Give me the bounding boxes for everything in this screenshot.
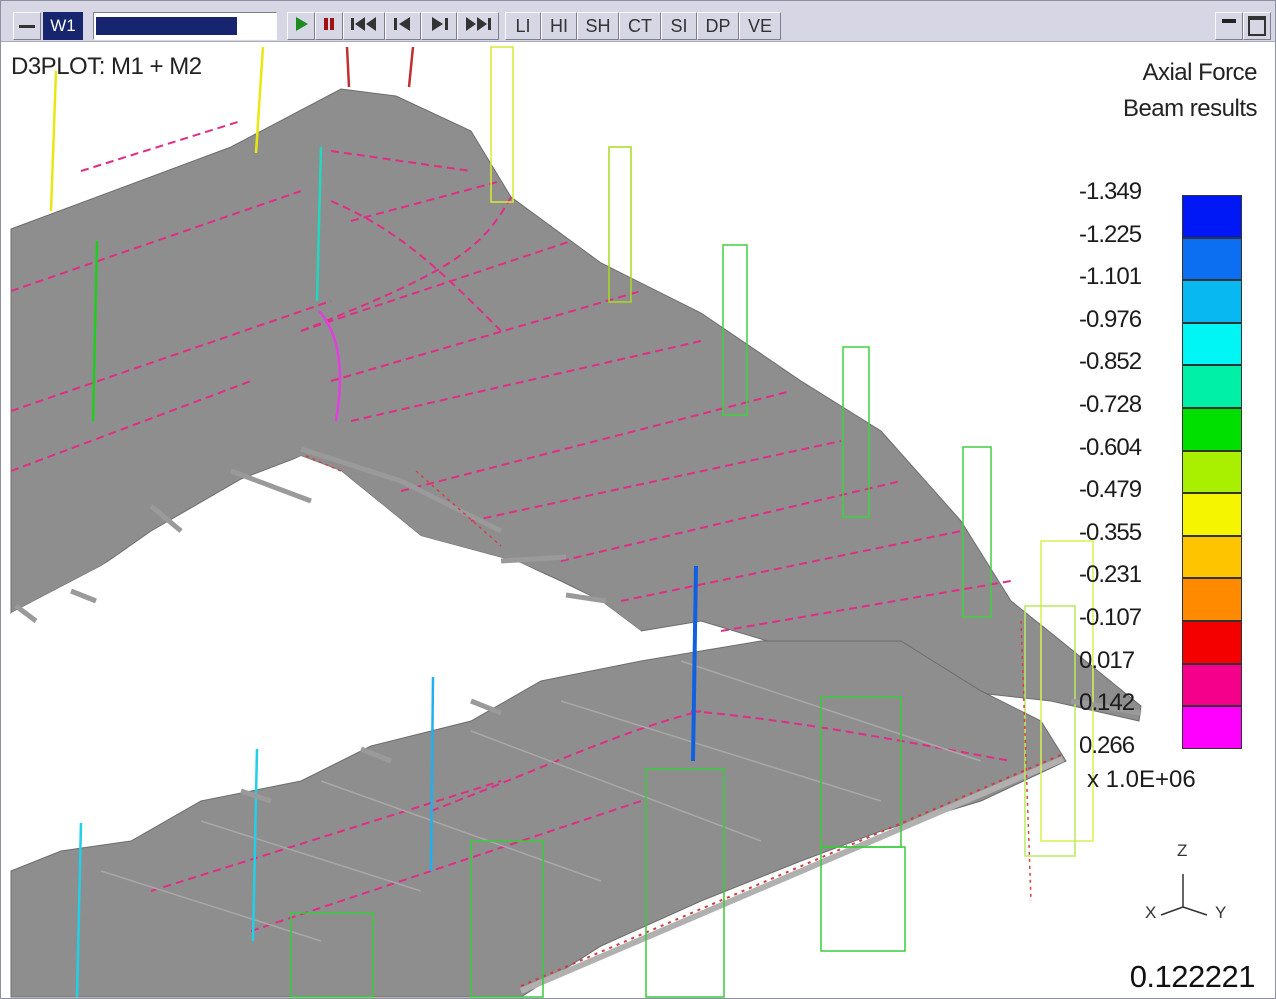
model-viewport[interactable]: [1, 42, 1275, 998]
mode-button-li-label: LI: [515, 15, 531, 36]
mode-button-si[interactable]: SI: [661, 12, 697, 40]
legend-color-swatch: [1182, 493, 1242, 536]
edge-beam-hatch: [520, 753, 1064, 987]
skip-to-end-icon: [463, 16, 493, 37]
legend-label: -0.728: [1079, 391, 1142, 418]
mode-button-ct-label: CT: [628, 15, 652, 36]
triad-y-label: Y: [1215, 903, 1227, 922]
mode-button-sh[interactable]: SH: [577, 12, 619, 40]
animation-toolbar: W1 LI HI SH CT SI DP VE: [1, 1, 1275, 42]
axis-triad: Z X Y: [1141, 839, 1231, 929]
mode-button-hi-label: HI: [550, 15, 568, 36]
result-title: Axial Force Beam results: [1122, 55, 1258, 127]
legend-label: -1.225: [1079, 220, 1142, 248]
legend-color-swatch: [1182, 237, 1242, 281]
legend-scale-factor: x 1.0E+06: [1087, 766, 1196, 793]
legend-color-swatch: [1182, 322, 1242, 366]
legend-label: -0.976: [1079, 305, 1142, 333]
minus-icon: [19, 24, 35, 28]
window-menu-button[interactable]: [13, 12, 41, 40]
legend-label: -0.852: [1079, 348, 1142, 376]
legend-label: -0.355: [1079, 518, 1142, 546]
column-hatch-diagrams: [290, 46, 1094, 998]
mode-button-ct[interactable]: CT: [619, 12, 661, 40]
legend-color-swatch: [1182, 706, 1242, 749]
edge-beam: [519, 756, 1065, 994]
legend-color-swatch: [1182, 450, 1242, 494]
triad-lines: [1160, 874, 1208, 916]
mode-button-li[interactable]: LI: [505, 12, 541, 40]
window-minimize-button[interactable]: [1215, 12, 1243, 40]
first-state-button[interactable]: [343, 12, 385, 40]
legend-color-swatch: [1182, 365, 1242, 408]
legend-color-swatch: [1182, 280, 1242, 323]
legend-label: -1.101: [1079, 263, 1142, 291]
step-forward-icon: [428, 16, 450, 37]
slab-opening: [11, 456, 641, 901]
play-icon: [293, 16, 309, 37]
triad-z-label: Z: [1177, 841, 1188, 860]
mode-button-hi[interactable]: HI: [541, 12, 577, 40]
mode-button-ve-label: VE: [747, 15, 772, 36]
pause-button[interactable]: [315, 12, 343, 40]
last-state-button[interactable]: [457, 12, 499, 40]
legend-color-swatch: [1182, 195, 1242, 238]
legend-label: -0.231: [1079, 561, 1142, 589]
skip-to-start-icon: [349, 16, 379, 37]
maximize-icon: [1248, 16, 1266, 36]
previous-state-button[interactable]: [385, 12, 421, 40]
minimize-icon: [1222, 19, 1236, 23]
ledger-beams: [14, 446, 1142, 804]
legend-label: 0.017: [1079, 646, 1135, 674]
window-label[interactable]: W1: [43, 12, 83, 40]
play-button[interactable]: [287, 12, 315, 40]
legend-label: -0.604: [1079, 433, 1142, 461]
axial-force-highlights: [305, 455, 1032, 902]
legend-label: -0.107: [1079, 604, 1142, 631]
window-maximize-button[interactable]: [1243, 12, 1271, 40]
animation-progress-bar[interactable]: [93, 12, 277, 40]
legend-color-swatch: [1182, 663, 1242, 707]
legend-color-swatch: [1182, 535, 1242, 579]
next-state-button[interactable]: [421, 12, 457, 40]
lower-slab-beams: [100, 660, 982, 942]
column-force-diagrams: [49, 46, 698, 998]
lower-floor-slab: [10, 640, 1067, 998]
pause-icon: [321, 16, 337, 37]
step-back-icon: [392, 16, 414, 37]
legend-color-swatch: [1182, 578, 1242, 621]
mode-button-dp-label: DP: [705, 15, 731, 36]
legend-color-swatch: [1182, 621, 1242, 664]
legend-label: 0.266: [1079, 731, 1135, 759]
upper-slab-beams: [10, 120, 1012, 932]
legend-label: 0.142: [1079, 689, 1135, 717]
triad-x-label: X: [1145, 903, 1157, 922]
mode-button-sh-label: SH: [585, 15, 611, 36]
plot-title: D3PLOT: M1 + M2: [11, 53, 202, 80]
mode-button-dp[interactable]: DP: [697, 12, 739, 40]
legend-label: -1.349: [1079, 178, 1142, 205]
result-title-line1: Axial Force: [1142, 59, 1257, 86]
legend-color-swatch: [1182, 408, 1242, 451]
mode-button-si-label: SI: [670, 15, 688, 36]
mode-button-ve[interactable]: VE: [739, 12, 781, 40]
result-title-line2: Beam results: [1122, 95, 1258, 122]
progress-fill: [96, 17, 237, 35]
legend-label: -0.479: [1079, 476, 1142, 504]
current-time-value: 0.122221: [1129, 959, 1256, 994]
